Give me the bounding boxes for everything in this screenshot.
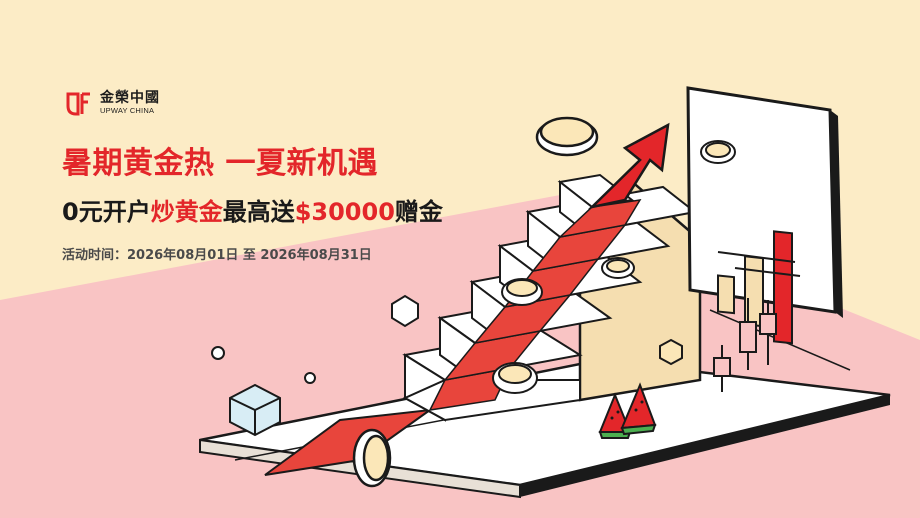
offer-prefix: 0元开户	[62, 198, 151, 226]
offer-middle: 最高送	[222, 198, 295, 226]
offer-line: 0元开户炒黄金最高送$30000赠金	[62, 192, 443, 227]
brand-name-en: UPWAY CHINA	[100, 106, 155, 116]
brand-name-cn: 金榮中國	[100, 90, 160, 107]
banner-headline: 暑期黄金热 一夏新机遇	[62, 146, 378, 181]
offer-highlight-amount: $30000	[294, 198, 395, 226]
offer-suffix: 赠金	[394, 198, 443, 226]
brand-logo-icon	[66, 92, 90, 116]
brand-logo: 金榮中國 UPWAY CHINA	[64, 88, 160, 118]
offer-highlight-gold: 炒黄金	[150, 198, 223, 226]
coin-top	[535, 116, 599, 157]
activity-period: 活动时间：2026年08月01日 至 2026年08月31日	[62, 248, 372, 263]
